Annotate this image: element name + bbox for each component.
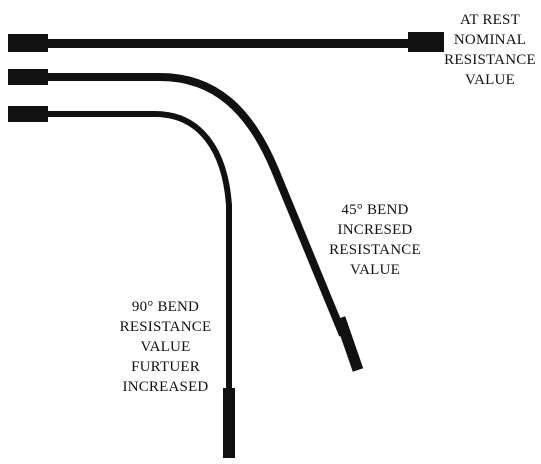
bend-90-end-terminal (223, 388, 235, 458)
at-rest-right-terminal (408, 32, 444, 52)
bend-45-sensor (8, 69, 364, 372)
bend-90-label: 90° BEND RESISTANCE VALUE FURTUER INCREA… (108, 297, 223, 397)
bend-45-label-line: INCRESED (337, 222, 413, 238)
bend-45-label: 45° BEND INCRESED RESISTANCE VALUE (325, 200, 425, 280)
at-rest-left-terminal (8, 34, 48, 52)
bend-45-label-line: RESISTANCE (329, 242, 421, 258)
bend-90-sensor (8, 106, 235, 458)
bend-90-label-line: RESISTANCE (119, 319, 212, 335)
at-rest-label-line: AT REST (460, 12, 520, 28)
at-rest-label-line: NOMINAL (453, 32, 527, 48)
bend-45-end-terminal (334, 316, 364, 372)
at-rest-label: AT REST NOMINAL RESISTANCE VALUE (440, 10, 540, 90)
at-rest-label-line: VALUE (465, 72, 515, 88)
bend-90-label-line: FURTUER (131, 359, 200, 375)
at-rest-sensor (8, 32, 444, 52)
at-rest-label-line: RESISTANCE (444, 52, 536, 68)
bend-45-label-line: 45° BEND (341, 202, 409, 218)
bend-45-left-terminal (8, 69, 48, 85)
bend-90-left-terminal (8, 106, 48, 122)
at-rest-strip (46, 39, 414, 48)
bend-90-label-line: INCREASED (122, 379, 209, 395)
bend-90-strip (46, 111, 232, 392)
bend-45-strip (46, 73, 347, 337)
bend-90-label-line: 90° BEND (131, 299, 200, 315)
bend-45-label-line: VALUE (350, 262, 400, 278)
bend-90-label-line: VALUE (140, 339, 191, 355)
